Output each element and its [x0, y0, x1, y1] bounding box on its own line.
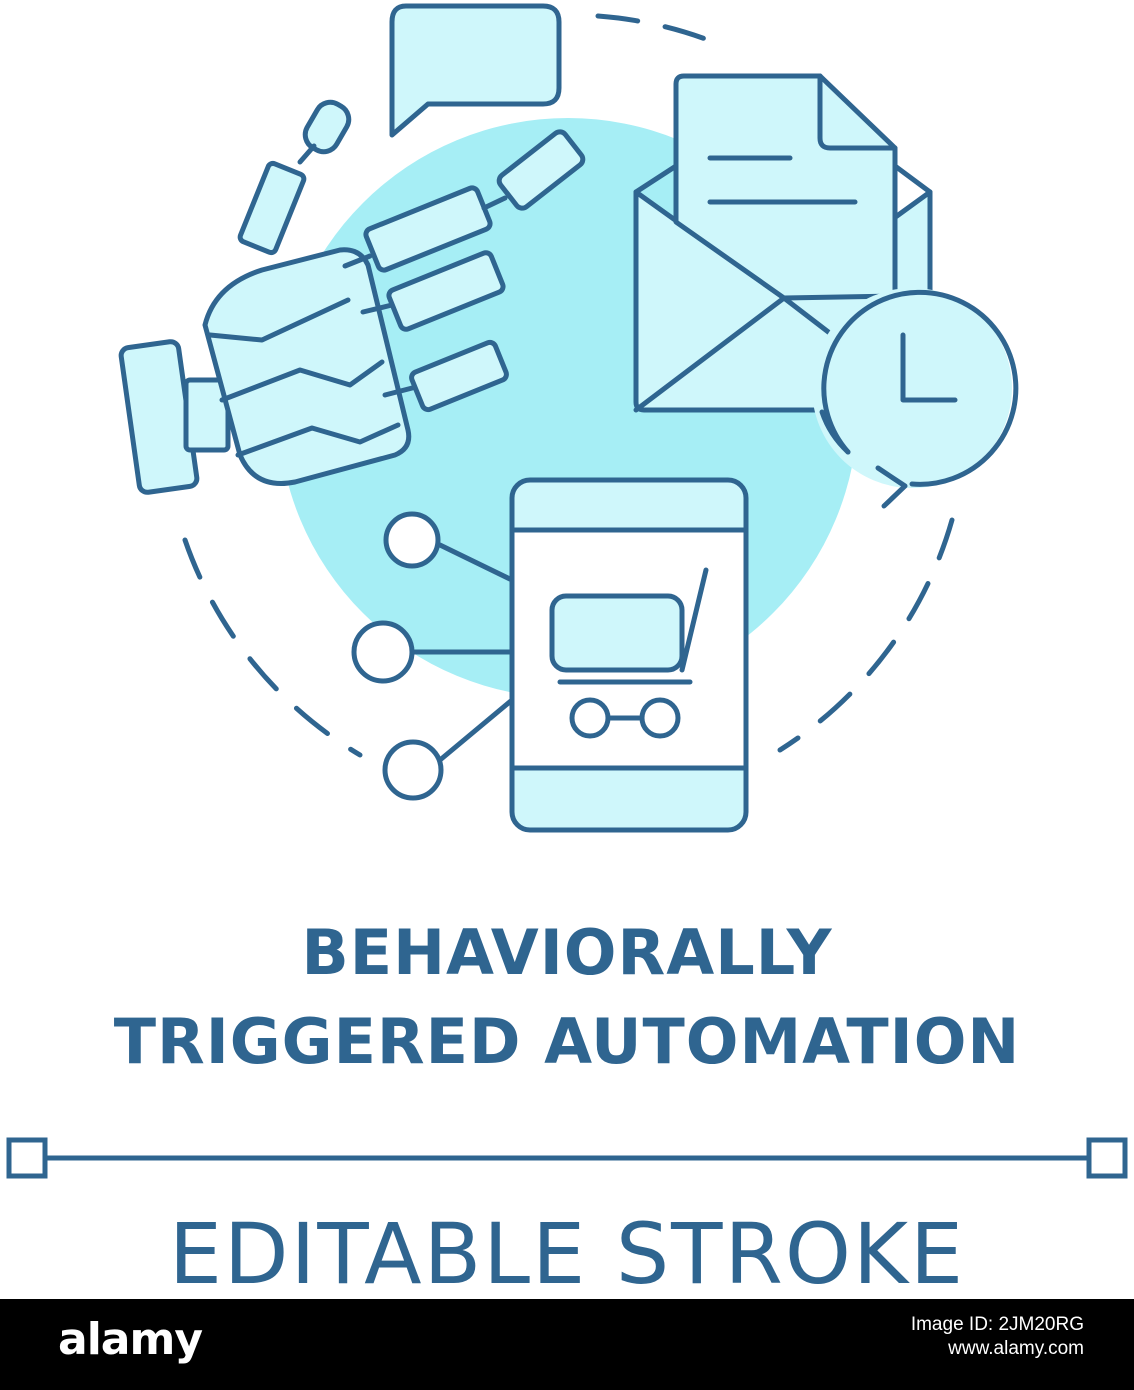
concept-illustration — [118, 3, 1019, 833]
dashed-ring — [182, 13, 955, 758]
title-line-2: TRIGGERED AUTOMATION — [113, 1005, 1021, 1078]
smartphone-cart-icon — [509, 477, 749, 833]
robot-hand-icon — [118, 99, 586, 495]
speech-bubble-icon — [389, 3, 562, 138]
title-line-1: BEHAVIORALLY — [301, 916, 833, 989]
editable-stroke-label: EDITABLE STROKE — [168, 1205, 966, 1303]
network-nodes-icon — [351, 511, 515, 801]
stock-url: www.alamy.com — [948, 1337, 1084, 1359]
clock-icon — [812, 288, 1019, 509]
editable-stroke-divider — [6, 1137, 1128, 1179]
stock-footer — [0, 1299, 1134, 1390]
image-id-text: Image ID: 2JM20RG — [910, 1314, 1084, 1335]
stock-logo: alamy — [58, 1314, 203, 1365]
image-id-block: Image ID: 2JM20RG www.alamy.com — [911, 1313, 1084, 1361]
